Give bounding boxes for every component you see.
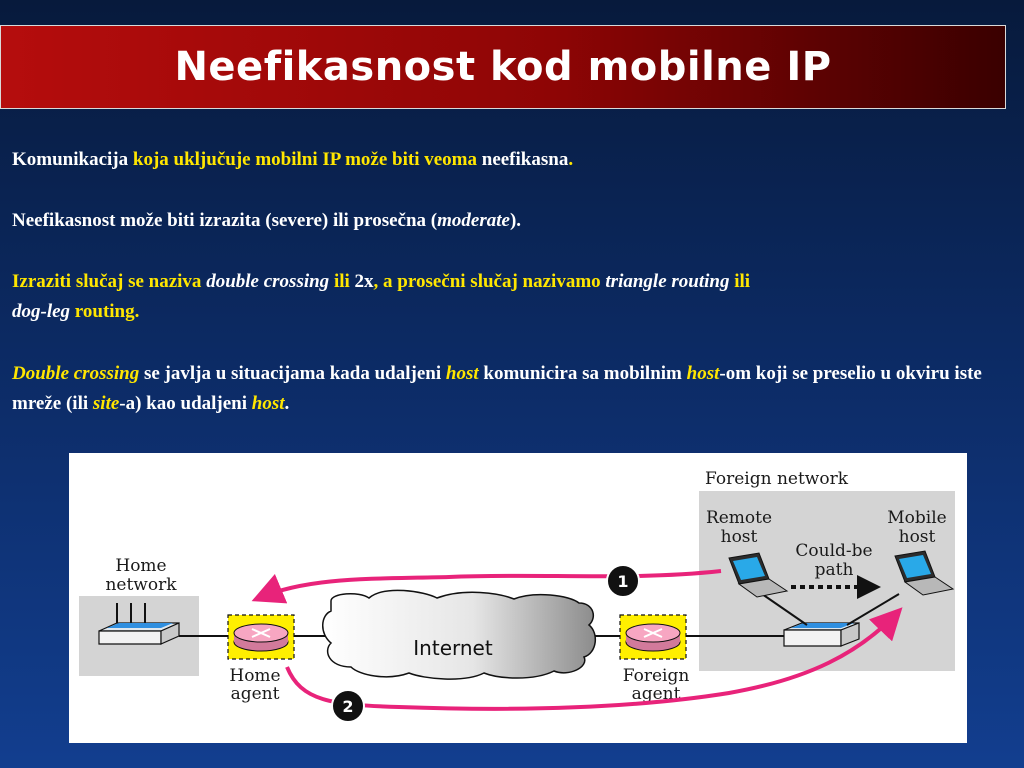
p3-text-d: 2x: [354, 271, 374, 292]
home-agent-label-1: Home: [229, 666, 280, 686]
p3-text-c: ili: [329, 271, 355, 292]
p4-text-b: se javlja u situacijama kada udaljeni: [139, 363, 446, 384]
foreign-switch-icon: [783, 622, 860, 647]
p4-text-e: host: [686, 363, 720, 384]
step-2-badge: [331, 689, 365, 723]
step-1-badge: [606, 564, 640, 598]
p4-text-d: komunicira sa mobilnim: [478, 363, 687, 384]
p4-text-f: -om koji se preselio u okviru iste mreže…: [12, 363, 982, 414]
internet-cloud-icon: [322, 589, 596, 680]
home-agent-label-2: agent: [231, 684, 280, 704]
title-bar: Neefikasnost kod mobilne IP: [0, 25, 1006, 109]
p3-text-i: routing.: [70, 301, 140, 322]
step-1-label: 1: [617, 572, 628, 591]
p2-text-a: Neefikasnost može biti izrazita (severe)…: [12, 210, 438, 231]
paragraph-4: Double crossing se javlja u situacijama …: [12, 359, 1012, 419]
foreign-agent-label-1: Foreign: [623, 666, 690, 686]
p3-text-b: double crossing: [206, 271, 330, 292]
p4-text-h: -a) kao udaljeni: [119, 393, 252, 414]
p4-text-g: site: [92, 393, 120, 414]
remote-host-link: [761, 593, 808, 626]
path-1-arrow: [251, 569, 722, 604]
p4-text-j: .: [284, 393, 290, 414]
foreign-agent-router-icon: [619, 614, 687, 660]
remote-host-label-2: host: [721, 527, 758, 547]
p3-text-g: ili: [729, 271, 751, 292]
could-be-path-label-2: path: [815, 560, 854, 580]
internet-label: Internet: [413, 636, 493, 660]
p4-text-c: host: [445, 363, 479, 384]
p3-text-e: , a prosečni slučaj nazivamo: [373, 271, 606, 292]
p1-text-b: koja uključuje mobilni IP može biti veom…: [132, 149, 482, 170]
home-network-label-2: network: [105, 575, 177, 595]
paragraph-2: Neefikasnost može biti izrazita (severe)…: [12, 206, 1012, 236]
mobile-host-label-2: host: [899, 527, 936, 547]
network-diagram: Foreign network Home network Home agent: [79, 469, 955, 723]
mobile-host-laptop-icon: [894, 550, 955, 596]
slide-title: Neefikasnost kod mobilne IP: [174, 44, 832, 90]
p2-text-b: moderate: [437, 210, 510, 231]
network-figure: Foreign network Home network Home agent: [69, 453, 967, 743]
remote-host-laptop-icon: [728, 552, 789, 598]
paragraph-1: Komunikacija koja uključuje mobilni IP m…: [12, 145, 1012, 175]
p1-text-c: neefikasna: [481, 149, 569, 170]
mobile-host-label-1: Mobile: [887, 508, 946, 528]
p3-text-h: dog-leg: [12, 301, 71, 322]
step-2-label: 2: [342, 697, 353, 716]
p3-text-f: triangle routing: [605, 271, 730, 292]
paragraph-3: Izraziti slučaj se naziva double crossin…: [12, 267, 1012, 327]
p4-text-a: Double crossing: [12, 363, 140, 384]
p1-text-a: Komunikacija: [12, 149, 133, 170]
home-switch-icon: [98, 603, 180, 645]
p1-text-d: .: [568, 149, 574, 170]
home-network-label-1: Home: [115, 556, 166, 576]
p4-text-i: host: [251, 393, 285, 414]
foreign-network-label: Foreign network: [705, 469, 849, 489]
could-be-path-label-1: Could-be: [795, 541, 872, 561]
p2-text-c: ).: [509, 210, 522, 231]
remote-host-label-1: Remote: [706, 508, 772, 528]
p3-text-a: Izraziti slučaj se naziva: [12, 271, 207, 292]
home-agent-router-icon: [227, 614, 295, 660]
